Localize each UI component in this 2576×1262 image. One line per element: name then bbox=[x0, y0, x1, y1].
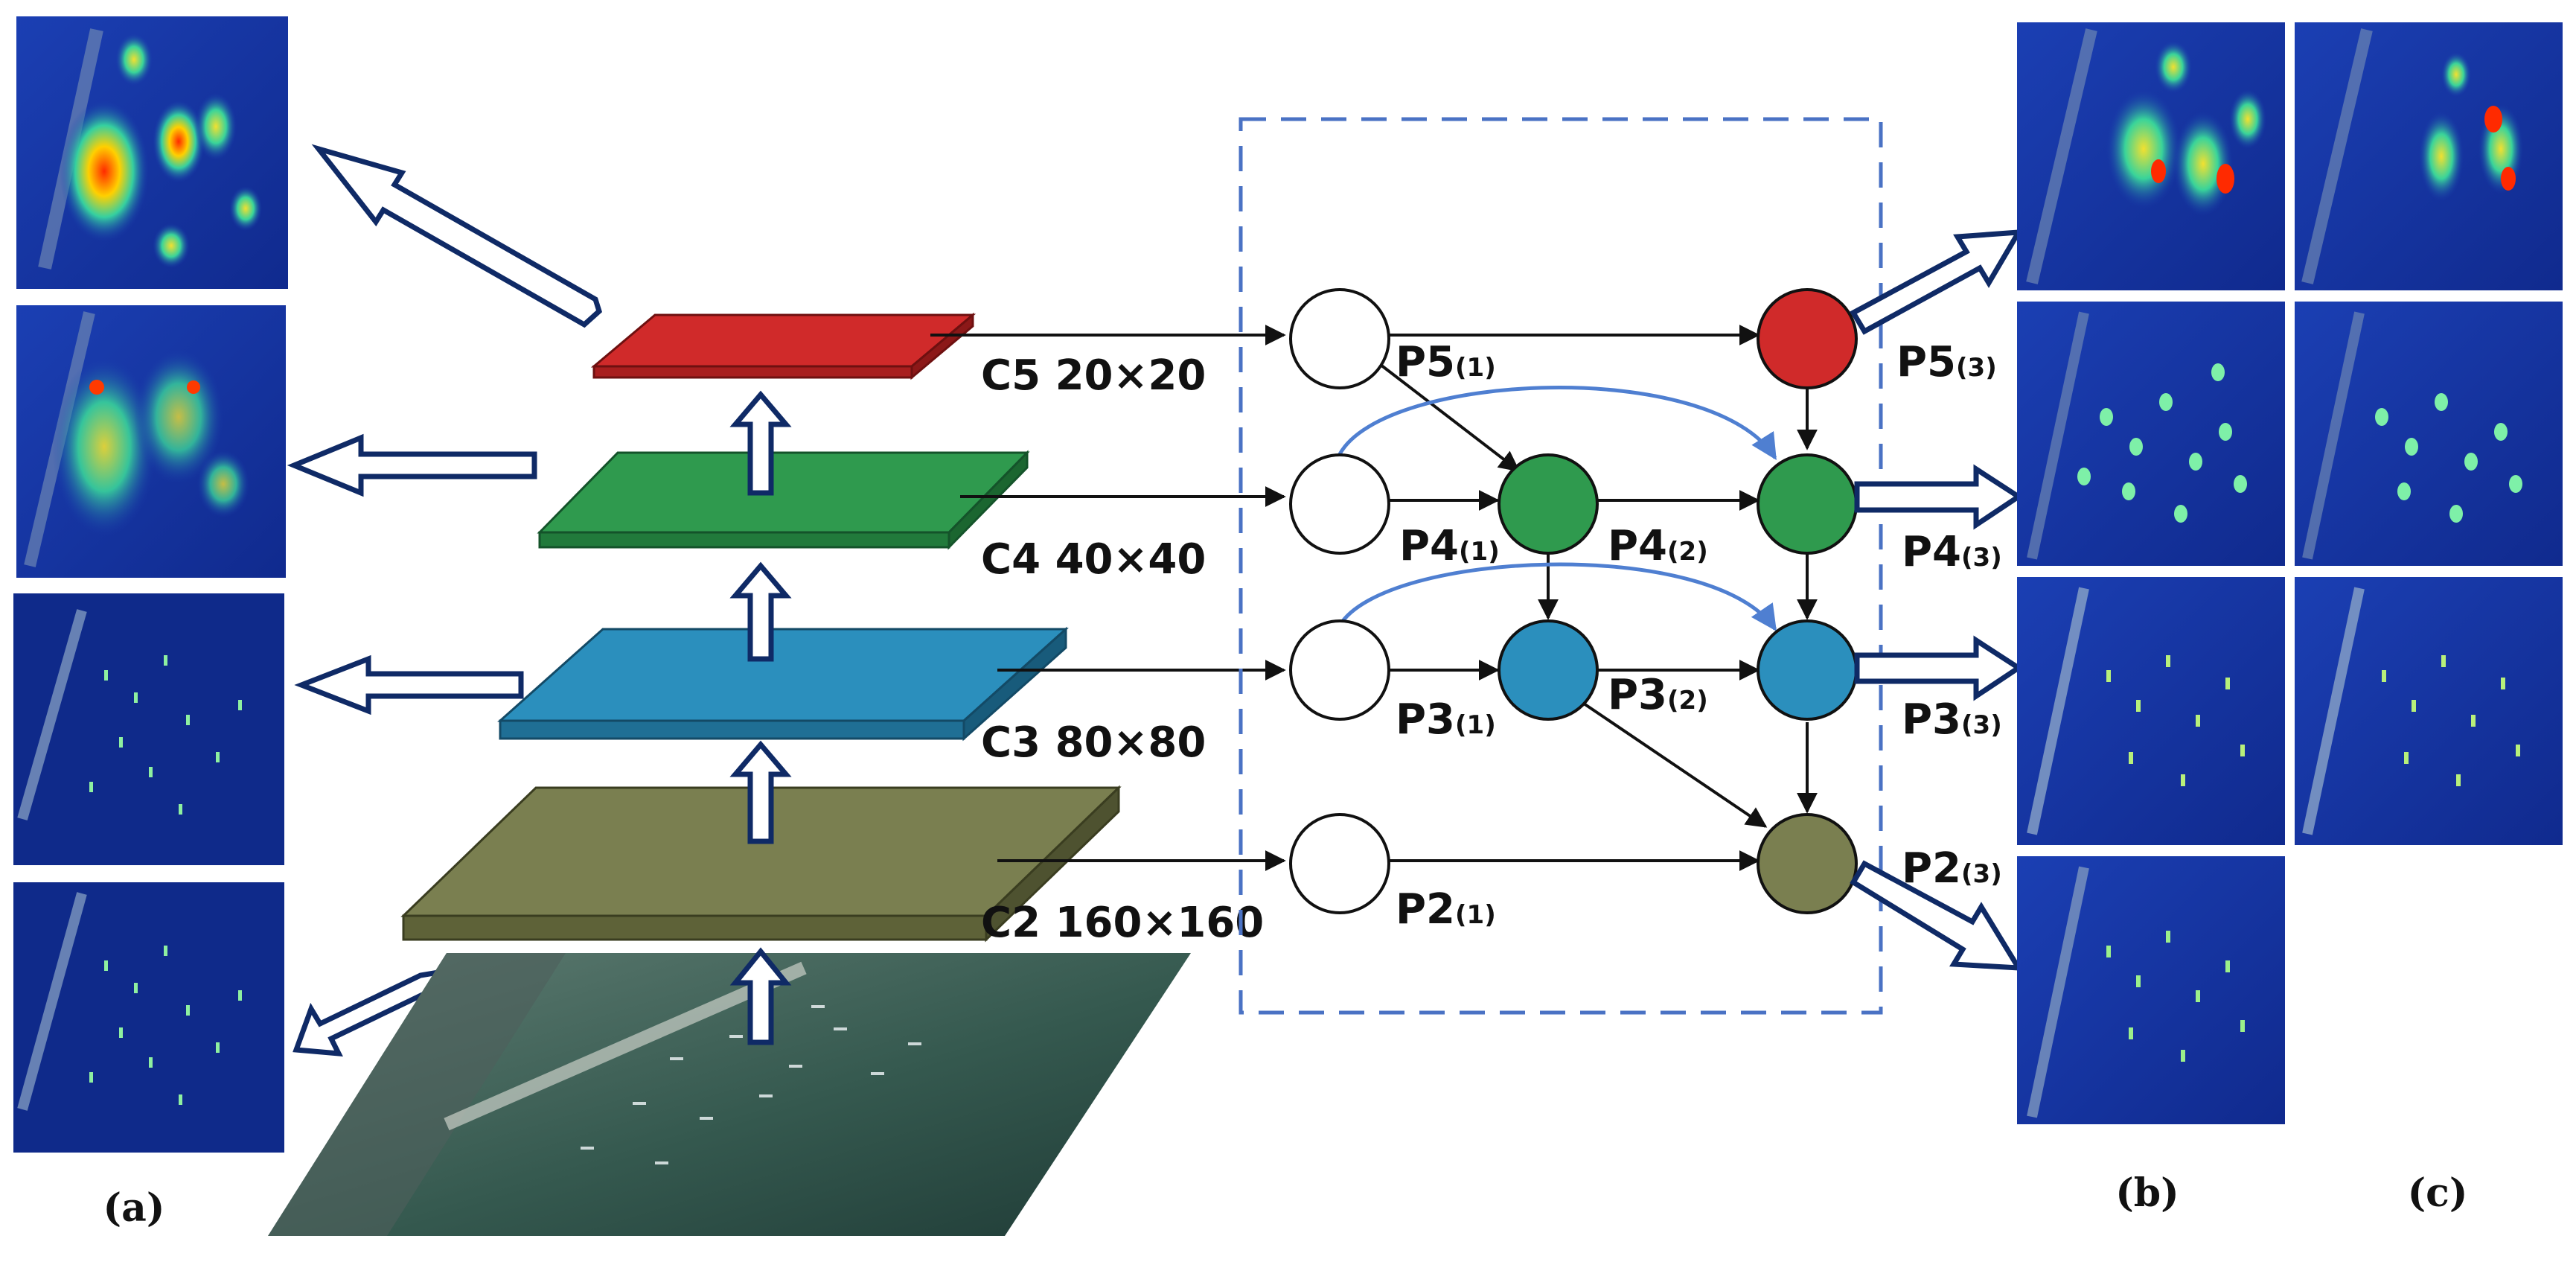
column-c-heatmaps: (c) bbox=[2295, 22, 2563, 1216]
heatmap-a-1 bbox=[16, 16, 288, 289]
node-p4-3 bbox=[1757, 453, 1858, 555]
fusion-nodes bbox=[1289, 288, 1858, 914]
backbone-up-arrows bbox=[729, 390, 792, 1045]
c4-label: C4 40×40 bbox=[981, 535, 1206, 584]
c3-name: C3 bbox=[981, 718, 1041, 767]
heatmap-a-3 bbox=[13, 593, 284, 865]
c5-size: 20×20 bbox=[1055, 351, 1206, 400]
heatmap-c-2 bbox=[2295, 302, 2563, 566]
c2-label: C2 160×160 bbox=[981, 899, 1264, 947]
node-p3-2 bbox=[1498, 619, 1599, 721]
node-p2-1 bbox=[1289, 813, 1390, 914]
label-p3-2: P3(2) bbox=[1608, 671, 1708, 719]
c4-size: 40×40 bbox=[1055, 535, 1206, 584]
heatmap-a-4 bbox=[13, 882, 284, 1153]
heatmap-c-1 bbox=[2295, 22, 2563, 290]
arrow-c5-to-a1 bbox=[311, 144, 603, 328]
label-p2-3: P2(3) bbox=[1902, 844, 2002, 893]
label-p5-3: P5(3) bbox=[1896, 338, 1997, 386]
arrow-p2-to-b4 bbox=[1850, 860, 2024, 971]
node-p3-3 bbox=[1757, 619, 1858, 721]
node-p4-2 bbox=[1498, 453, 1599, 555]
node-p5-3 bbox=[1757, 288, 1858, 389]
node-p2-3 bbox=[1757, 813, 1858, 914]
fusion-dashed-box bbox=[1239, 117, 1883, 1015]
up-arrow-input-to-c2 bbox=[729, 947, 792, 1045]
label-p3-1: P3(1) bbox=[1396, 695, 1496, 744]
arrow-c3-to-a3 bbox=[294, 654, 524, 716]
caption-b: (b) bbox=[2115, 1170, 2179, 1216]
c2-name: C2 bbox=[981, 899, 1041, 947]
node-p3-1 bbox=[1289, 619, 1390, 721]
c5-label: C5 20×20 bbox=[981, 351, 1206, 400]
heatmap-c-3 bbox=[2295, 577, 2563, 845]
caption-c: (c) bbox=[2408, 1170, 2468, 1216]
column-a-heatmaps: (a) bbox=[13, 16, 288, 1231]
label-p5-1: P5(1) bbox=[1396, 338, 1496, 386]
c3-label: C3 80×80 bbox=[981, 718, 1206, 767]
label-p3-3: P3(3) bbox=[1902, 695, 2002, 744]
arrow-p5-to-b1 bbox=[1850, 229, 2024, 335]
arrow-c2-to-a4 bbox=[293, 968, 448, 1057]
heatmap-b-3 bbox=[2017, 577, 2285, 845]
caption-a: (a) bbox=[103, 1185, 165, 1231]
heatmap-b-2 bbox=[2017, 302, 2285, 566]
satellite-input-image bbox=[268, 953, 1191, 1236]
label-p2-1: P2(1) bbox=[1396, 885, 1496, 934]
node-p5-1 bbox=[1289, 288, 1390, 389]
right-output-arrows bbox=[1850, 229, 2024, 971]
c3-size: 80×80 bbox=[1055, 718, 1206, 767]
left-output-arrows bbox=[287, 144, 603, 1057]
label-p4-2: P4(2) bbox=[1608, 522, 1708, 570]
up-arrow-c2-to-c3 bbox=[729, 740, 792, 844]
column-b-heatmaps: (b) bbox=[2017, 22, 2285, 1216]
label-p4-1: P4(1) bbox=[1399, 522, 1500, 570]
backbone-c3-plate bbox=[497, 626, 1069, 742]
backbone-c2-plate bbox=[400, 785, 1122, 943]
up-arrow-c3-to-c4 bbox=[729, 561, 792, 662]
heatmap-b-1 bbox=[2017, 22, 2285, 290]
backbone-labels: C5 20×20 C4 40×40 C3 80×80 C2 160×160 bbox=[981, 351, 1264, 947]
backbone-c4-plate bbox=[537, 450, 1030, 550]
backbone-c5-plate bbox=[590, 312, 977, 380]
c4-name: C4 bbox=[981, 535, 1041, 584]
heatmap-a-2 bbox=[16, 305, 286, 578]
c5-name: C5 bbox=[981, 351, 1041, 400]
node-p4-1 bbox=[1289, 453, 1390, 555]
arrow-p4-to-b2 bbox=[1854, 464, 2024, 530]
node-labels: P5(1) P4(1) P4(2) P3(1) P3(2) P2(1) P5(3… bbox=[1396, 338, 2002, 934]
arrow-p3-to-b3 bbox=[1854, 635, 2024, 701]
heatmap-b-4 bbox=[2017, 856, 2285, 1124]
lateral-connections bbox=[930, 325, 1286, 871]
skip-connections bbox=[1337, 386, 1777, 631]
label-p4-3: P4(3) bbox=[1902, 528, 2002, 576]
fusion-edges bbox=[1379, 325, 1818, 871]
c2-size: 160×160 bbox=[1055, 899, 1265, 947]
up-arrow-c4-to-c5 bbox=[729, 390, 792, 496]
arrow-c4-to-a2 bbox=[287, 433, 537, 497]
